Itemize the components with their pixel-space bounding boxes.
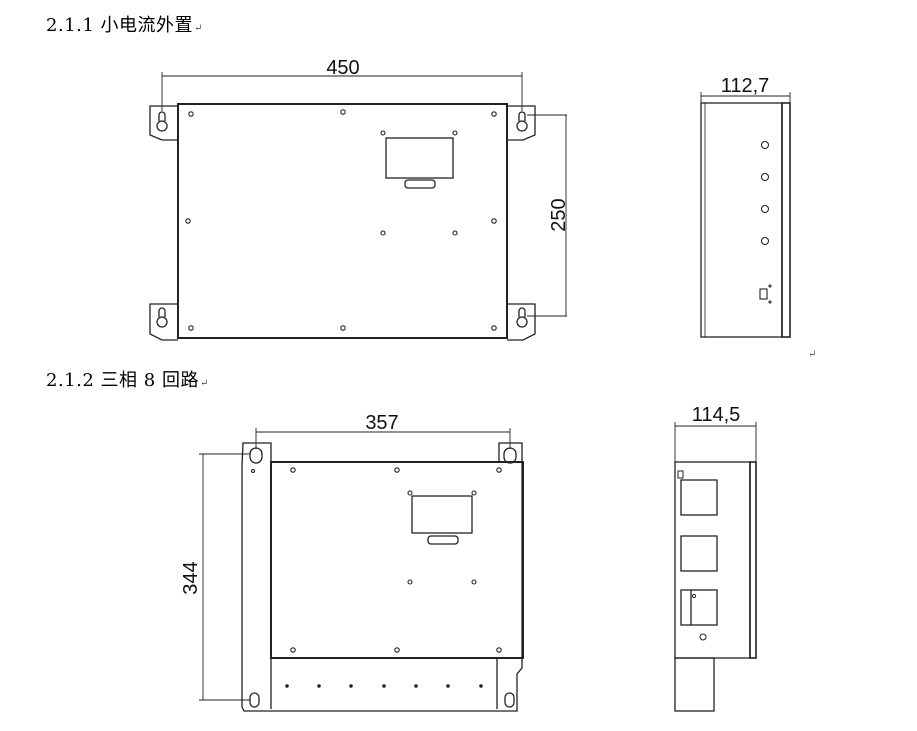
drawing-2-front-view xyxy=(199,428,524,712)
section-title: 小电流外置 xyxy=(100,15,194,36)
drawing-1-width-dimension: 450 xyxy=(326,57,359,79)
drawing-2-depth-dimension: 114,5 xyxy=(692,404,741,426)
paragraph-mark: ↵ xyxy=(194,23,203,34)
paragraph-mark: ↵ xyxy=(808,349,817,360)
drawing-1-front-view xyxy=(149,72,567,341)
drawing-1-depth-dimension: 112,7 xyxy=(721,75,770,97)
drawing-2-width-dimension: 357 xyxy=(365,412,398,434)
drawing-2-side-view xyxy=(674,422,757,712)
paragraph-mark: ↵ xyxy=(199,378,209,389)
section-number: 2.1.1 xyxy=(46,15,95,36)
drawing-2-height-dimension: 344 xyxy=(180,561,202,594)
section-number: 2.1.2 xyxy=(46,370,95,391)
drawing-1-side-view xyxy=(700,92,791,338)
section-heading-1: 2.1.1 小电流外置↵ xyxy=(46,11,203,37)
drawing-1-height-dimension: 250 xyxy=(548,198,570,231)
section-title: 三相 8 回路 xyxy=(100,370,199,391)
section-heading-2: 2.1.2 三相 8 回路↵ xyxy=(46,366,209,392)
